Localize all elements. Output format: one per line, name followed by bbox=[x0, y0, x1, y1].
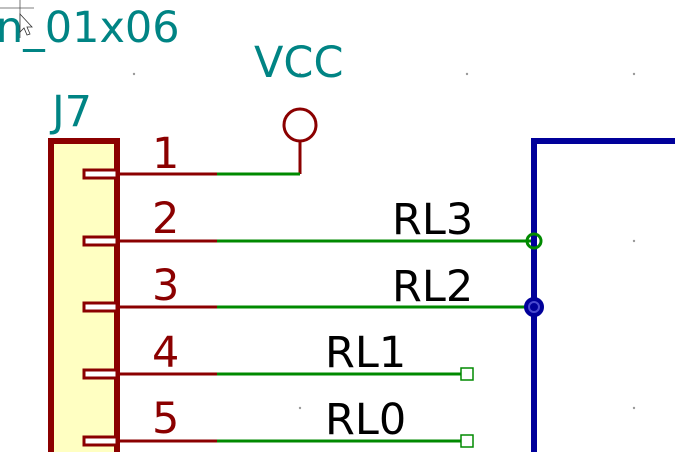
bus-line[interactable] bbox=[531, 138, 675, 452]
net-label-rl2[interactable]: RL2 bbox=[392, 262, 473, 312]
connector-pins[interactable] bbox=[82, 168, 217, 447]
net-label-rl1[interactable]: RL1 bbox=[325, 328, 406, 378]
wires[interactable] bbox=[217, 172, 534, 443]
bus-junction-ring bbox=[528, 301, 540, 313]
bus-junction-open[interactable] bbox=[525, 232, 543, 250]
bus-junction-filled[interactable] bbox=[524, 297, 544, 317]
reference-label[interactable]: J7 bbox=[49, 87, 92, 137]
pin-number-5: 5 bbox=[152, 394, 179, 444]
power-label[interactable]: VCC bbox=[254, 38, 343, 88]
pin-number-1: 1 bbox=[152, 129, 179, 179]
pin-number-2: 2 bbox=[152, 194, 179, 244]
pin-number-3: 3 bbox=[152, 261, 179, 311]
net-label-rl3[interactable]: RL3 bbox=[392, 195, 473, 245]
pin-number-4: 4 bbox=[152, 328, 179, 378]
cursor-crosshair-icon bbox=[0, 0, 34, 38]
wire-end-marker bbox=[460, 367, 474, 381]
net-label-rl0[interactable]: RL0 bbox=[325, 395, 406, 445]
wire-end-marker bbox=[460, 434, 474, 448]
symbol-value-label[interactable]: n_01x06 bbox=[0, 3, 180, 53]
connector-body[interactable] bbox=[48, 138, 120, 452]
vcc-power-symbol[interactable] bbox=[282, 107, 318, 174]
